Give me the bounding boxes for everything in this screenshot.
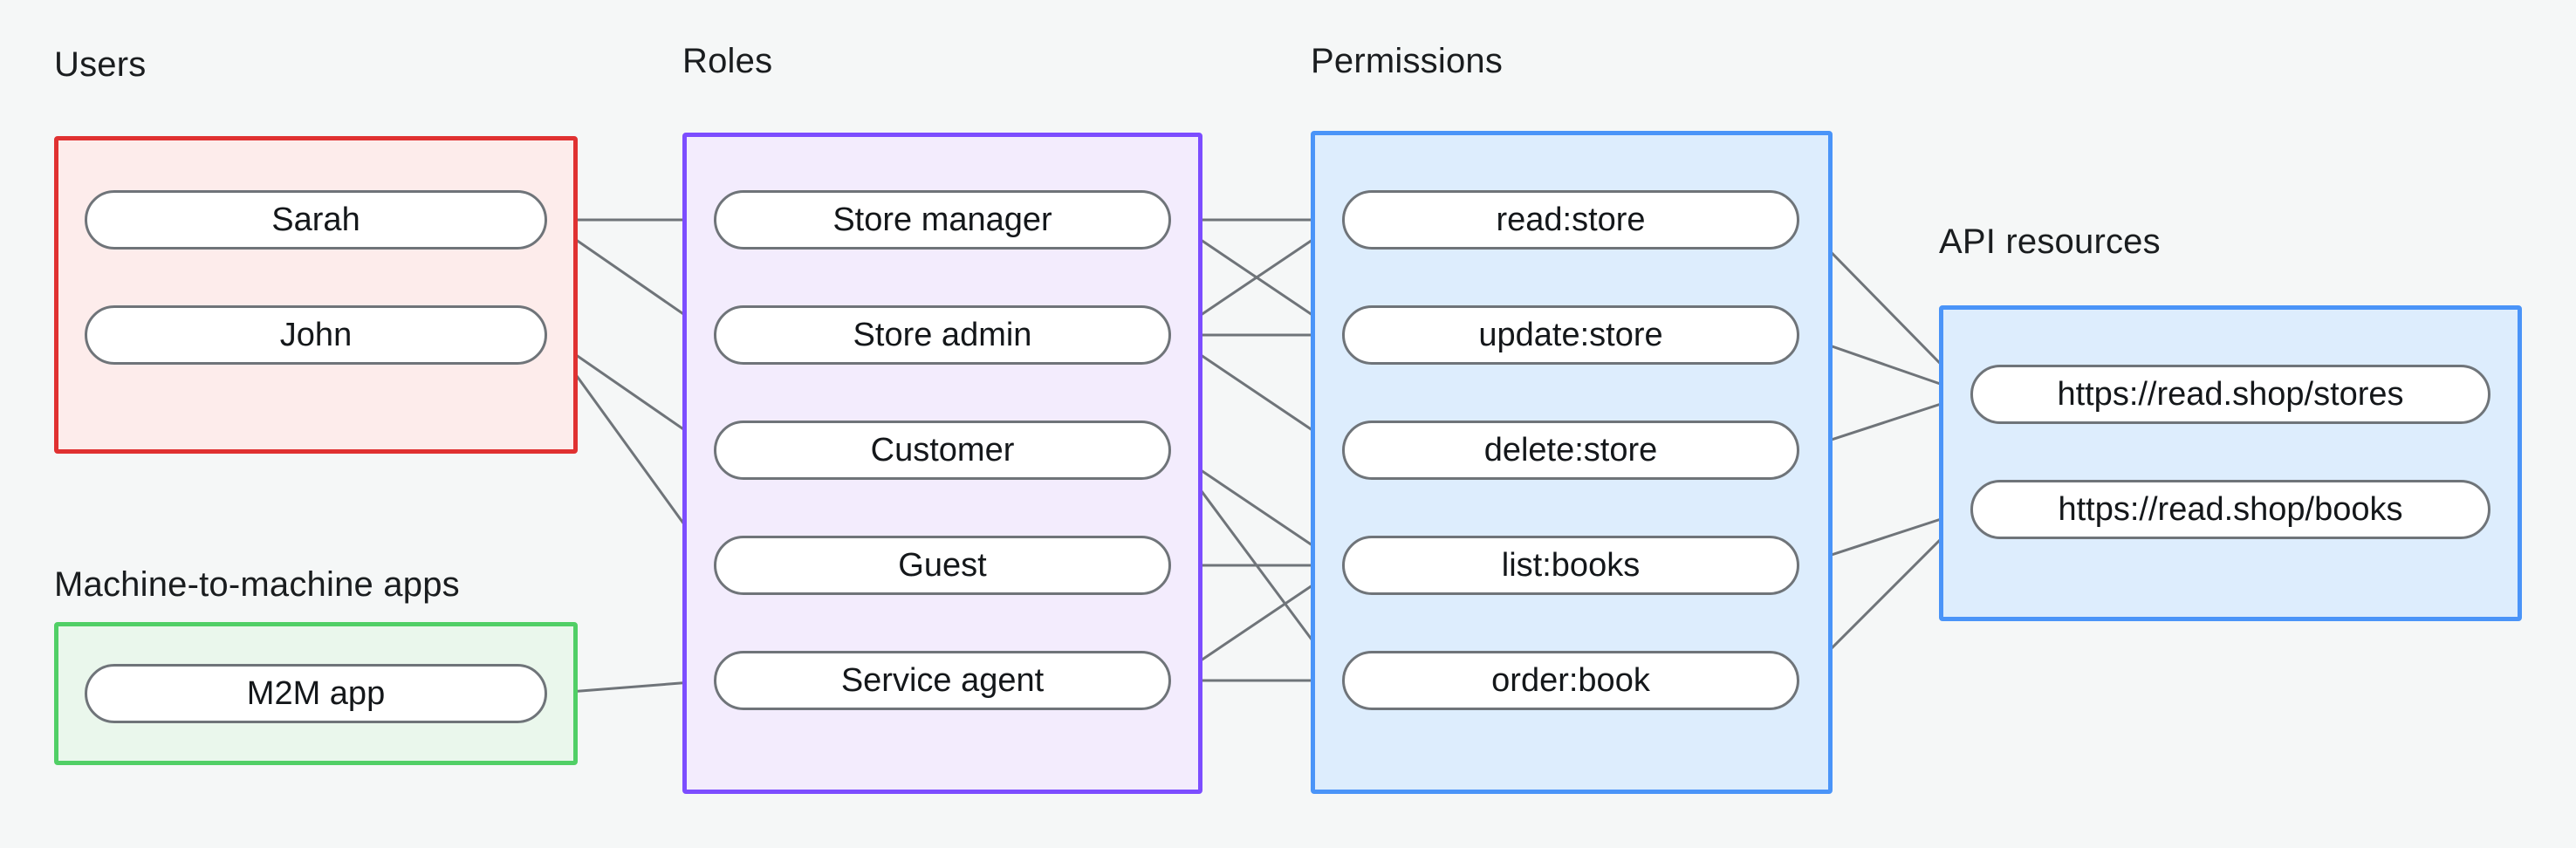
- node-label-customer: Customer: [870, 431, 1015, 468]
- group-label-api-resources: API resources: [1939, 222, 2161, 261]
- node-sarah[interactable]: Sarah: [85, 190, 547, 250]
- node-read-shop-stores[interactable]: https://read.shop/stores: [1970, 365, 2490, 424]
- node-label-update-store: update:store: [1478, 316, 1663, 353]
- group-box-api-resources: [1939, 305, 2522, 621]
- node-label-service-agent: Service agent: [840, 661, 1045, 699]
- node-list-books[interactable]: list:books: [1342, 536, 1799, 595]
- node-label-guest: Guest: [898, 546, 987, 584]
- node-label-m2m-app: M2M app: [246, 674, 386, 712]
- node-label-read-store: read:store: [1496, 201, 1646, 238]
- node-label-read-shop-stores: https://read.shop/stores: [2057, 375, 2404, 413]
- node-customer[interactable]: Customer: [714, 421, 1171, 480]
- group-label-m2m: Machine-to-machine apps: [54, 565, 460, 604]
- node-update-store[interactable]: update:store: [1342, 305, 1799, 365]
- node-label-list-books: list:books: [1501, 546, 1641, 584]
- group-label-users: Users: [54, 45, 147, 84]
- node-john[interactable]: John: [85, 305, 547, 365]
- group-box-users: [54, 136, 578, 454]
- node-read-shop-books[interactable]: https://read.shop/books: [1970, 480, 2490, 539]
- node-label-delete-store: delete:store: [1483, 431, 1658, 468]
- node-label-read-shop-books: https://read.shop/books: [2058, 490, 2403, 528]
- group-label-roles: Roles: [682, 42, 773, 80]
- node-read-store[interactable]: read:store: [1342, 190, 1799, 250]
- node-service-agent[interactable]: Service agent: [714, 651, 1171, 710]
- group-label-permissions: Permissions: [1311, 42, 1504, 80]
- node-guest[interactable]: Guest: [714, 536, 1171, 595]
- node-store-admin[interactable]: Store admin: [714, 305, 1171, 365]
- node-order-book[interactable]: order:book: [1342, 651, 1799, 710]
- node-m2m-app[interactable]: M2M app: [85, 664, 547, 723]
- node-label-store-manager: Store manager: [832, 201, 1052, 238]
- node-delete-store[interactable]: delete:store: [1342, 421, 1799, 480]
- node-store-manager[interactable]: Store manager: [714, 190, 1171, 250]
- node-label-order-book: order:book: [1491, 661, 1650, 699]
- node-label-sarah: Sarah: [271, 201, 360, 238]
- node-label-john: John: [279, 316, 353, 353]
- node-label-store-admin: Store admin: [853, 316, 1032, 353]
